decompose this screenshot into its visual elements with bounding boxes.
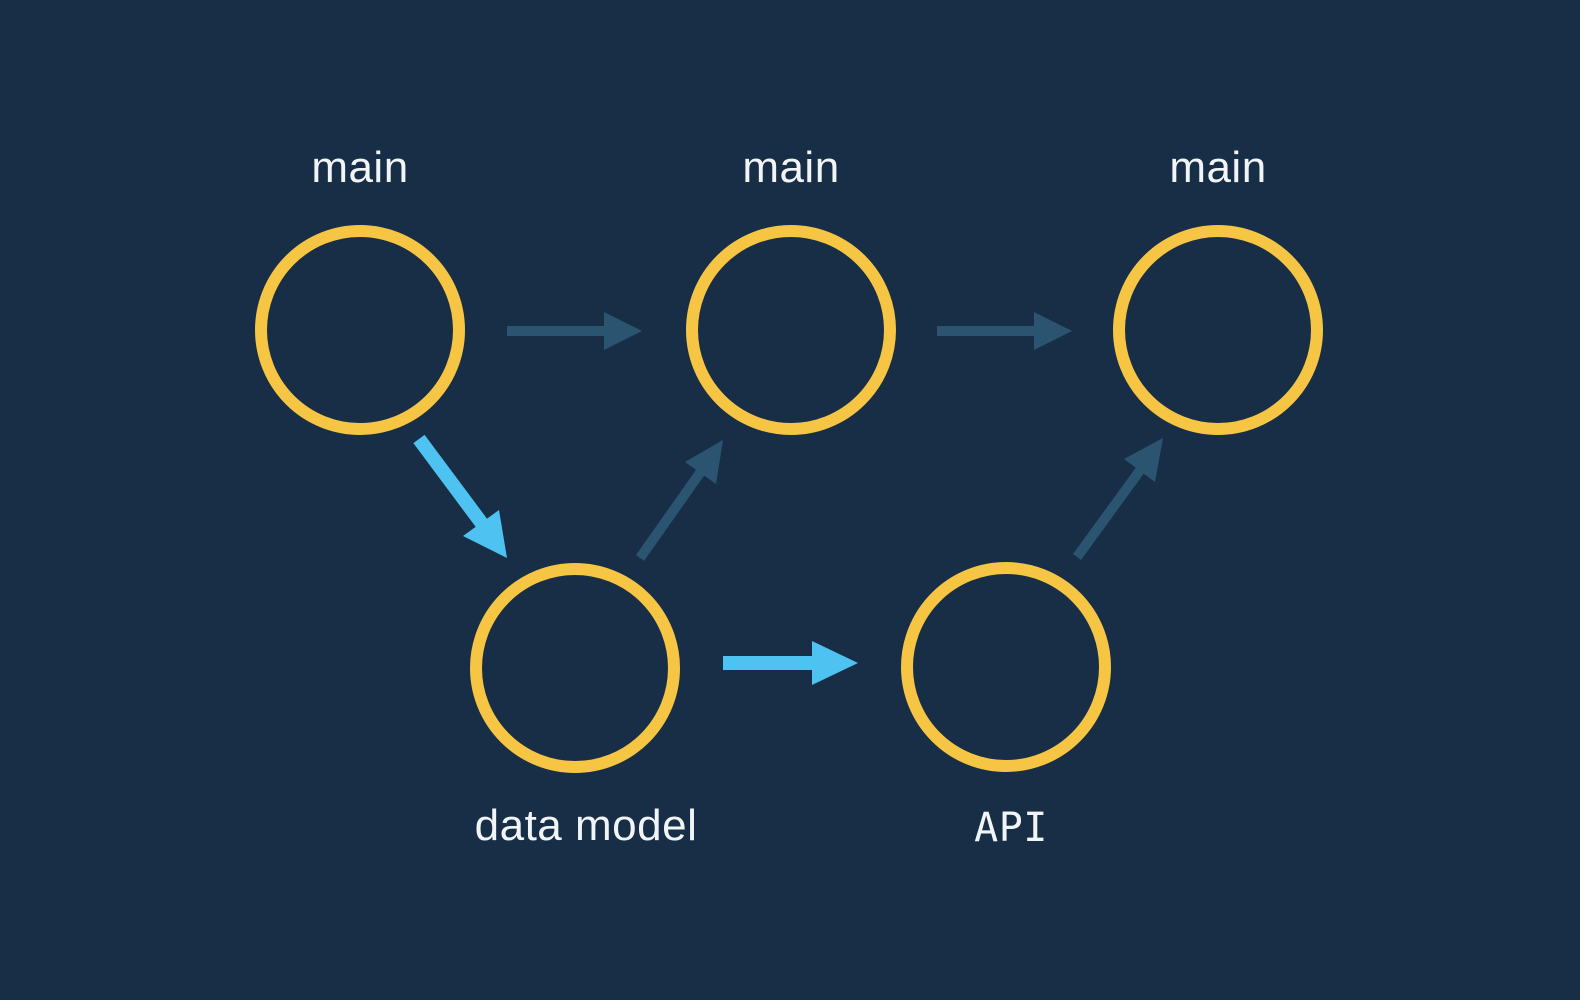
arrow-api-to-main3 [1072, 438, 1163, 560]
arrowhead-icon [1124, 438, 1163, 482]
branch-label-api: API [974, 805, 1048, 851]
arrowhead-icon [604, 312, 642, 350]
commit-node-api [901, 562, 1111, 772]
commit-node-data-model [470, 563, 680, 773]
branch-label-data-model: data model [474, 801, 698, 850]
arrow-data-model-to-main2 [635, 440, 723, 561]
arrowhead-icon [812, 641, 858, 685]
arrowhead-icon [463, 510, 507, 558]
branch-label-main-2: main [742, 143, 840, 192]
commit-node-main-2 [686, 225, 896, 435]
commit-node-main-1 [255, 225, 465, 435]
branch-label-main-1: main [311, 143, 409, 192]
branch-label-main-3: main [1169, 143, 1267, 192]
arrow-data-model-to-api [723, 641, 858, 685]
arrowhead-icon [685, 440, 723, 484]
arrow-main1-to-main2 [507, 312, 642, 350]
commit-node-main-3 [1113, 225, 1323, 435]
arrow-main2-to-main3 [937, 312, 1072, 350]
arrowhead-icon [1034, 312, 1072, 350]
arrow-main1-to-data-model [413, 434, 507, 558]
